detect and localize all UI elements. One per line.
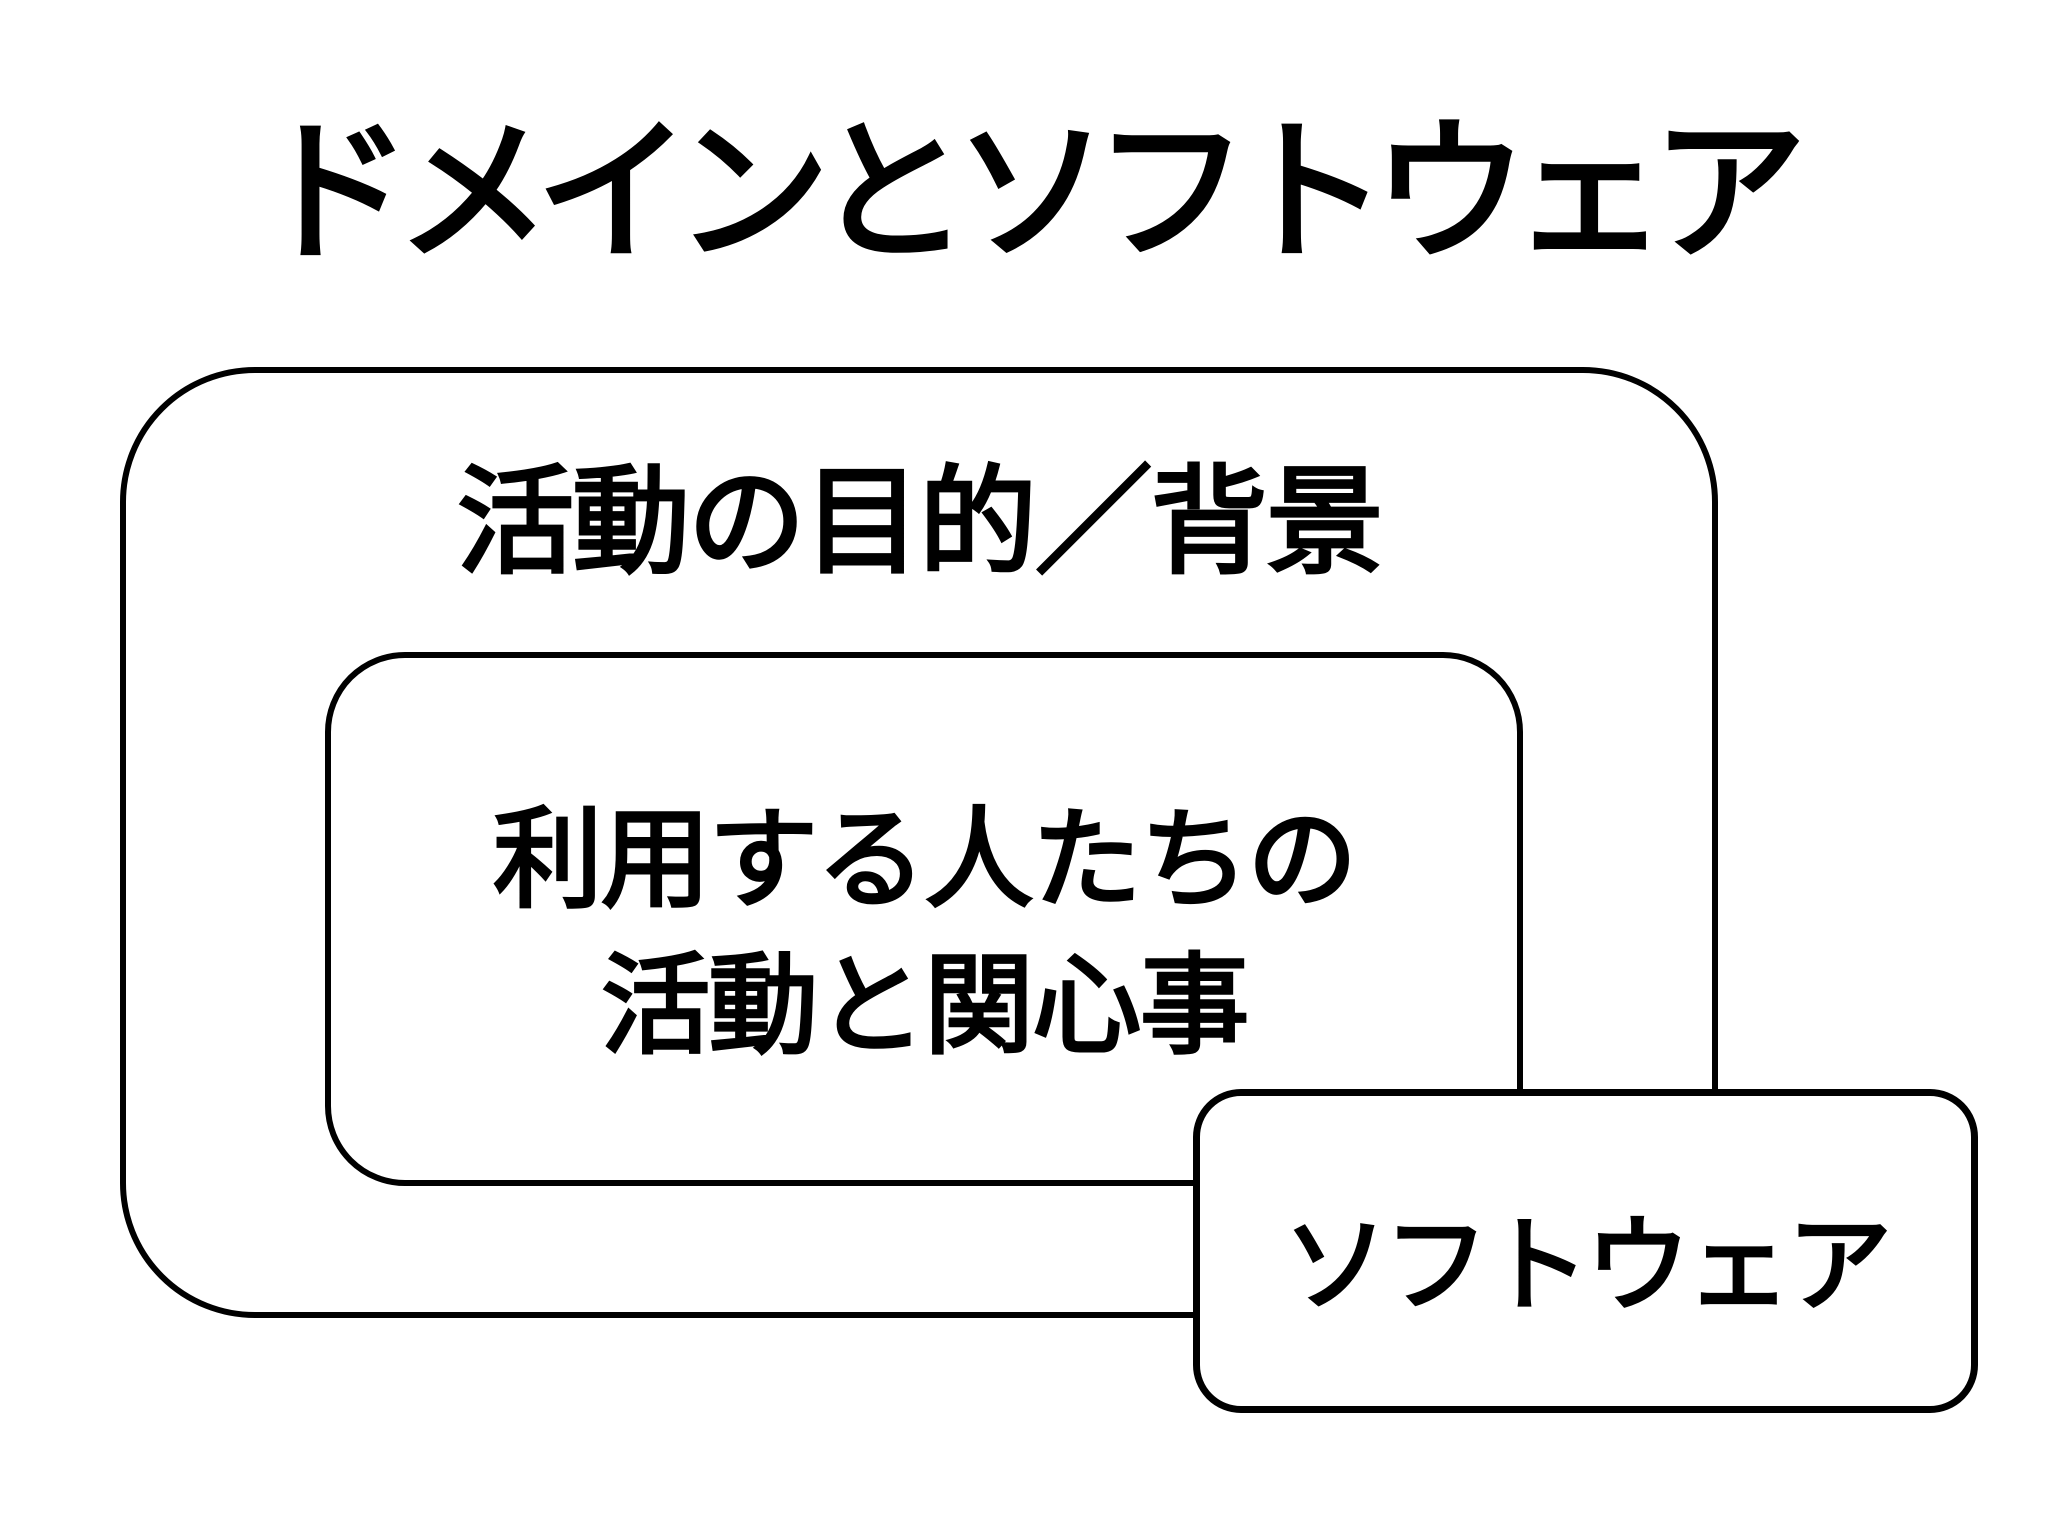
user-activities-label-line1: 利用する人たちの <box>492 799 1358 922</box>
user-activities-label: 利用する人たちの 活動と関心事 <box>325 788 1523 1081</box>
domain-purpose-label: 活動の目的／背景 <box>456 457 1383 589</box>
user-activities-label-line2: 活動と関心事 <box>600 945 1250 1069</box>
software-box: ソフトウェア <box>1193 1089 1978 1413</box>
software-box-label: ソフトウェア <box>1283 1208 1892 1325</box>
slide-title: ドメインとソフトウェア <box>256 106 1807 279</box>
